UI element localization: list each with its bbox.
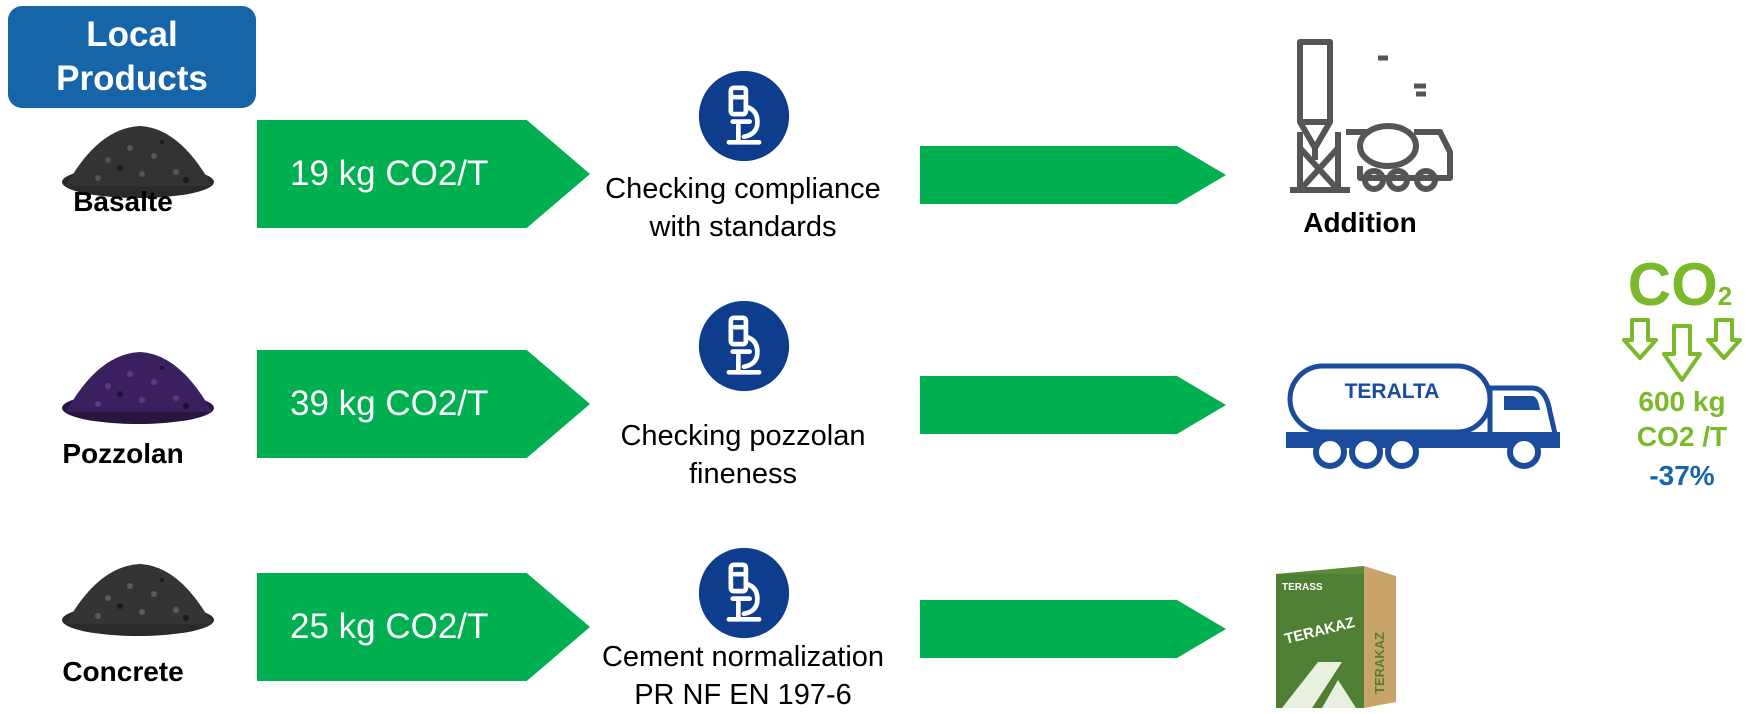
bag-side-brand: TERAKAZ <box>1372 632 1387 694</box>
microscope-icon <box>698 300 790 392</box>
summary-line1: 600 kg <box>1638 386 1726 417</box>
emission-value-concrete: 25 kg CO2/T <box>290 607 489 646</box>
check-line2: with standards <box>649 211 837 243</box>
cement-bag-icon: TERASS TERAKAZ TERAKAZ <box>1276 566 1396 708</box>
cement-plant-icon <box>1290 39 1453 193</box>
destination-label-addition: Addition <box>1303 207 1417 238</box>
microscope-icon <box>698 547 790 639</box>
emission-value-pozzolan: 39 kg CO2/T <box>290 384 489 423</box>
co2-summary-value: 600 kg CO2 /T <box>1607 384 1749 454</box>
material-label-basalte: Basalte <box>73 186 173 217</box>
flow-arrow-row3 <box>920 600 1226 658</box>
check-line2: PR NF EN 197-6 <box>634 679 852 711</box>
check-line2: fineness <box>688 458 797 490</box>
summary-line2: CO2 /T <box>1636 421 1728 452</box>
co2-down-arrows-icon <box>1622 318 1742 382</box>
emission-value-basalte: 19 kg CO2/T <box>290 154 489 193</box>
co2-heading: CO2 <box>1620 255 1740 315</box>
header-line1: Local <box>86 15 178 54</box>
flow-arrow-row1 <box>920 146 1226 204</box>
cement-truck-icon: TERALTA <box>1286 363 1560 469</box>
material-label-concrete: Concrete <box>62 656 184 687</box>
emission-arrow-concrete: 25 kg CO2/T <box>257 573 590 681</box>
reduction-percent: -37% <box>1649 460 1715 491</box>
header-line2: Products <box>56 59 208 98</box>
concrete-pile-image <box>62 564 214 636</box>
co2-subscript: 2 <box>1717 281 1733 311</box>
check-line1: Checking pozzolan <box>620 420 866 452</box>
bag-small-brand: TERASS <box>1282 582 1323 593</box>
check-text-row3: Cement normalization PR NF EN 197-6 <box>583 638 903 714</box>
co2-main: CO <box>1627 251 1718 318</box>
local-products-badge: Local Products <box>8 6 256 108</box>
check-line1: Cement normalization <box>601 641 885 673</box>
check-text-row1: Checking compliance with standards <box>583 170 903 246</box>
material-label-pozzolan: Pozzolan <box>62 438 184 469</box>
check-text-row2: Checking pozzolan fineness <box>583 417 903 493</box>
microscope-icon <box>698 70 790 162</box>
emission-arrow-basalte: 19 kg CO2/T <box>257 120 590 228</box>
basalte-pile-image <box>62 126 214 198</box>
flow-arrow-row2 <box>920 376 1226 434</box>
emission-arrow-pozzolan: 39 kg CO2/T <box>257 350 590 458</box>
truck-brand-text: TERALTA <box>1345 380 1440 403</box>
check-line1: Checking compliance <box>605 173 881 205</box>
pozzolan-pile-image <box>62 352 214 424</box>
